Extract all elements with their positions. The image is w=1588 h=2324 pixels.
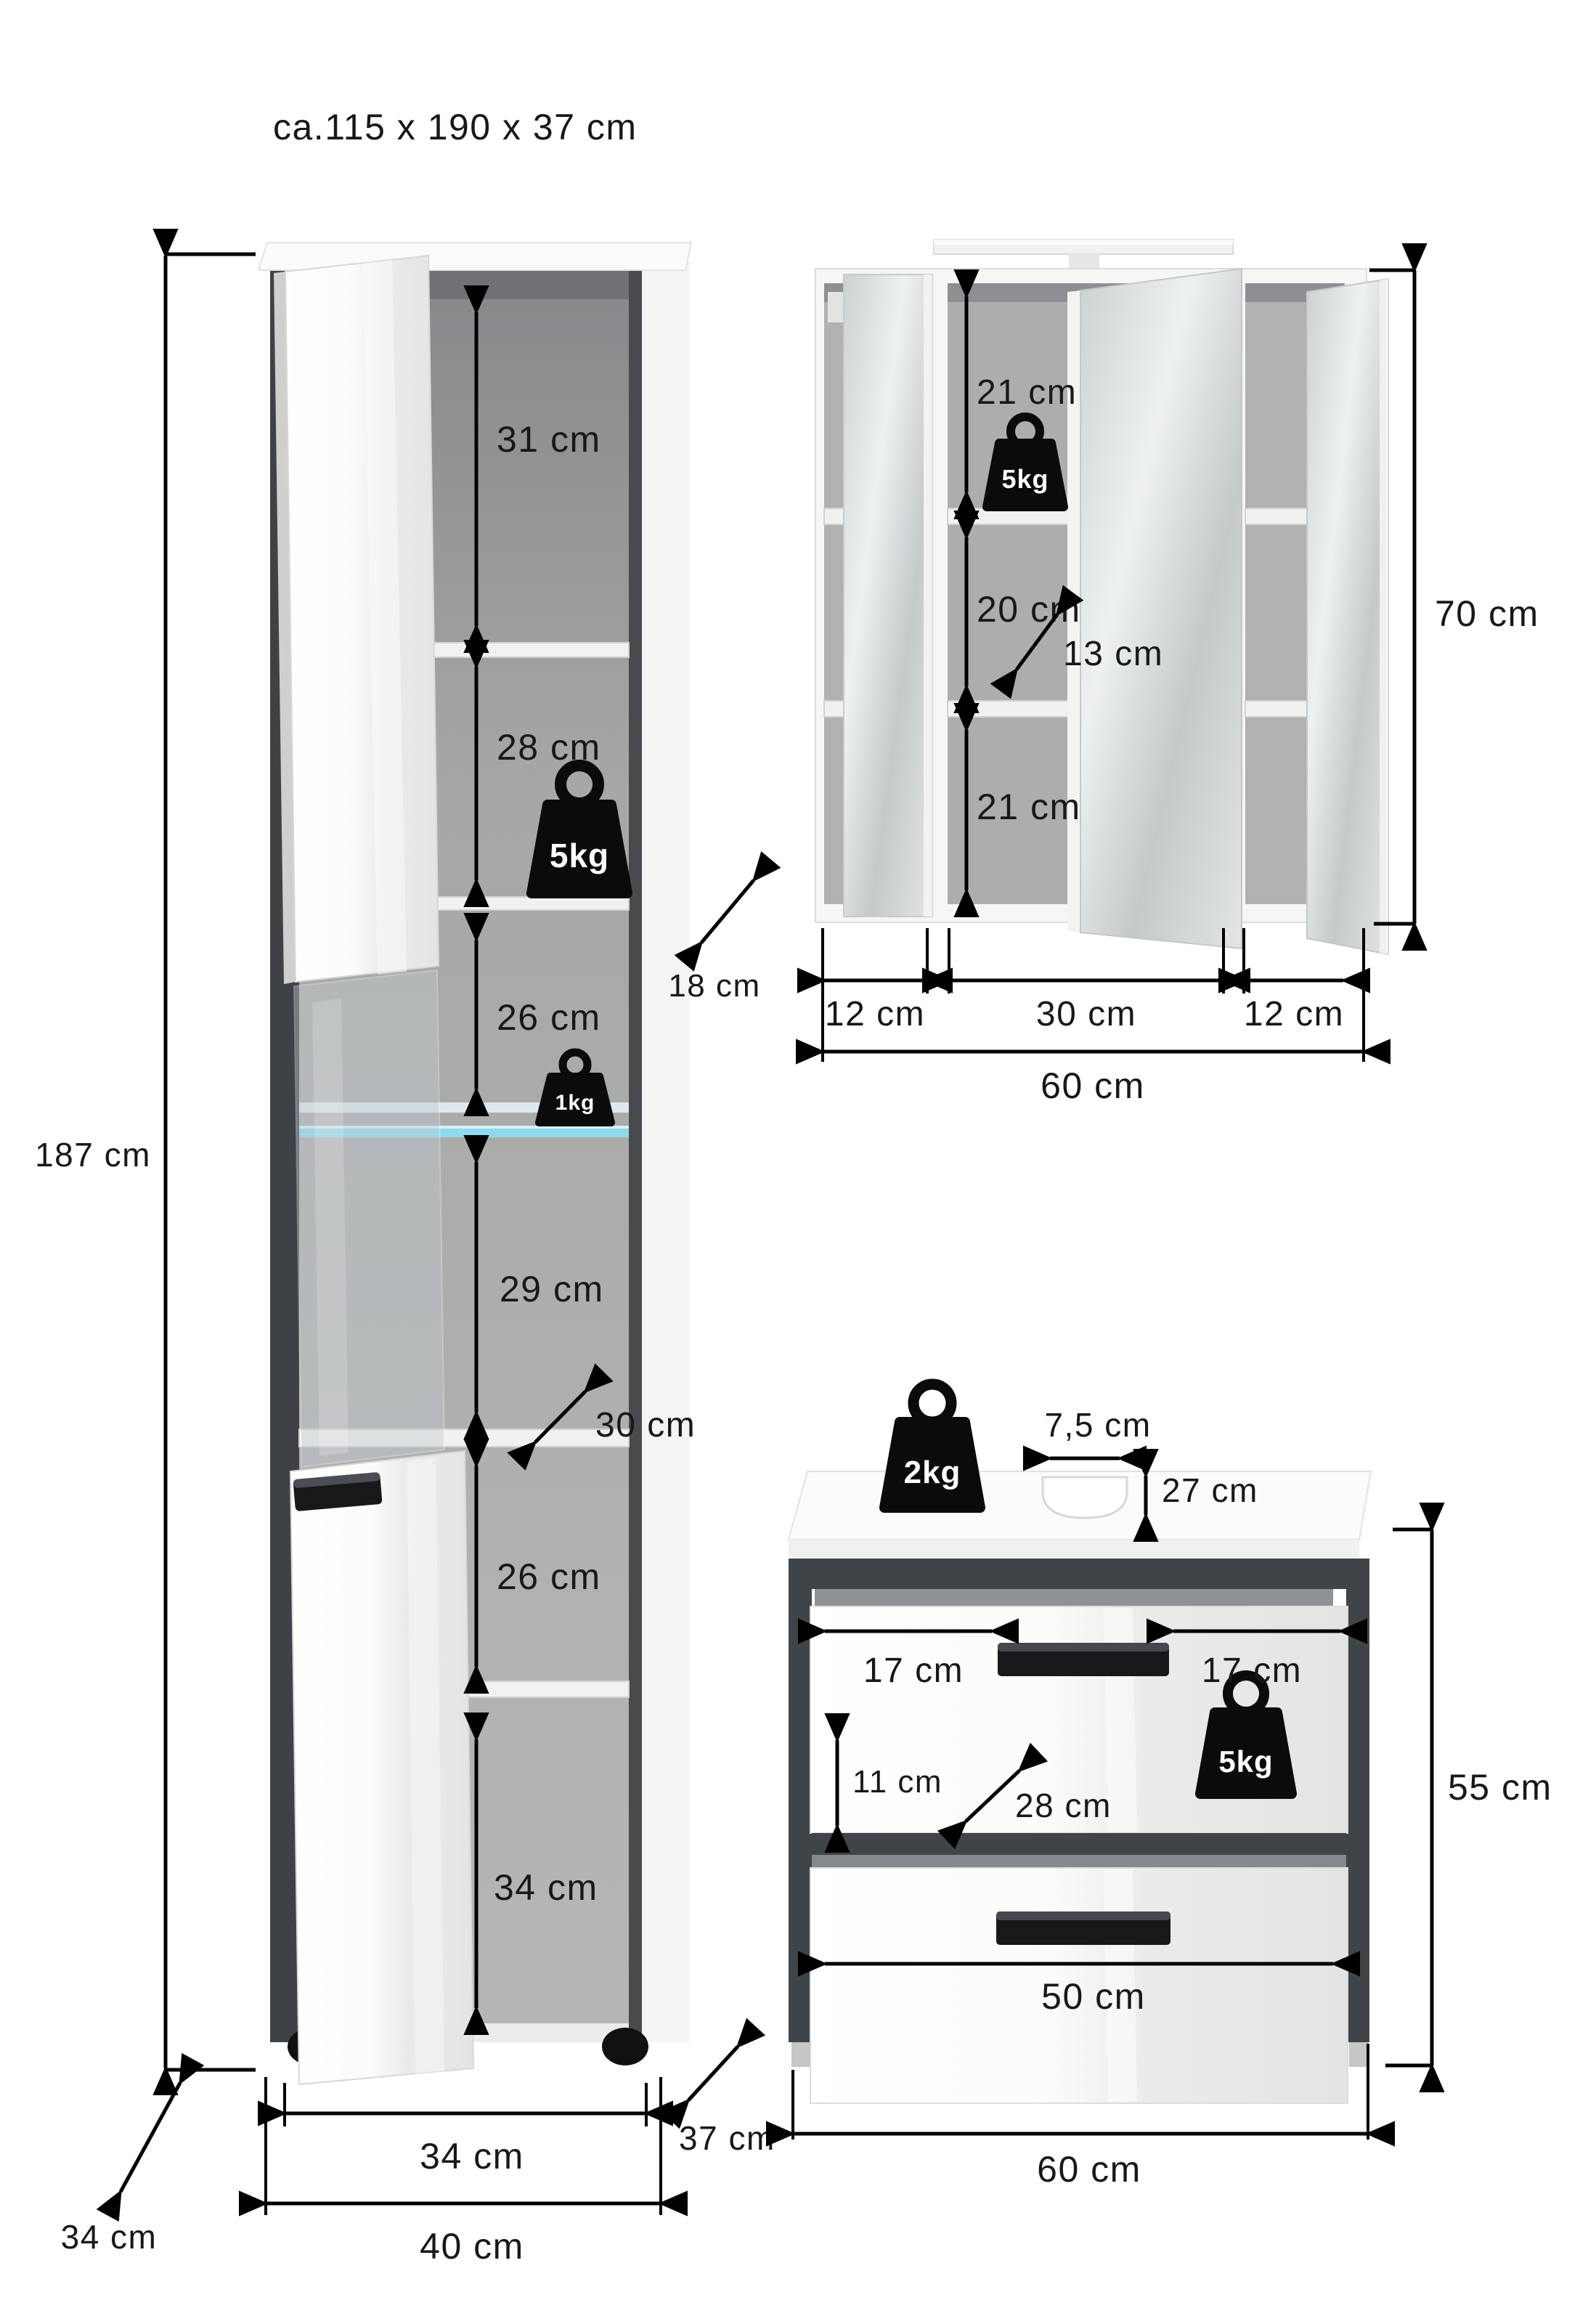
tall-door-handle	[293, 1472, 383, 1511]
mirror-light-bar-top	[934, 240, 1233, 245]
sink-foot-right	[1349, 2042, 1368, 2067]
tall-c3-label: 26 cm	[497, 997, 601, 1038]
mirror-shelf-depth-label: 13 cm	[1063, 635, 1163, 673]
sink-flap-left-label: 17 cm	[863, 1651, 964, 1690]
mirror-width-label: 60 cm	[1041, 1065, 1145, 1106]
sink-depth-label: 28 cm	[1015, 1787, 1112, 1824]
mirror-door-right	[1306, 277, 1389, 956]
tall-top-door-edge	[274, 272, 296, 984]
sink-foot-left	[791, 2042, 810, 2067]
sink-flap-right-label: 17 cm	[1202, 1651, 1302, 1690]
sink-mid-rail-light	[812, 1855, 1346, 1868]
mirror-door-right-label: 12 cm	[1244, 995, 1344, 1033]
mirror-top-label: 21 cm	[977, 373, 1077, 412]
mirror-cabinet-dimensions: 21 cm 20 cm 13 cm 21 cm 12 cm 30 cm 12 c…	[668, 243, 1539, 1106]
mirror-door-center-label: 30 cm	[1036, 995, 1136, 1033]
mirror-height-label: 70 cm	[1435, 593, 1539, 634]
tall-top-panel	[257, 242, 693, 271]
weight-5kg-icon-tall: 5kg	[526, 760, 632, 898]
sink-frame-right	[1346, 1559, 1369, 2042]
sink-pipe-cutout	[1041, 1476, 1128, 1519]
sink-width-label: 60 cm	[1037, 2149, 1141, 2190]
mirror-bottom-label: 21 cm	[977, 787, 1081, 827]
tall-bottom-door	[289, 1450, 475, 2086]
sink-height-label: 55 cm	[1448, 1767, 1552, 1808]
sink-mid-rail	[812, 1833, 1346, 1855]
mirror-door-center	[1080, 267, 1242, 950]
mirror-depth-label: 18 cm	[668, 968, 760, 1004]
weight-label: 5kg	[550, 837, 609, 874]
tall-led-strip	[299, 1129, 629, 1137]
tall-glass-door-sheen	[312, 999, 349, 1456]
tall-shelf-depth-label: 30 cm	[595, 1406, 696, 1445]
mirror-door-right-edge	[1380, 279, 1388, 954]
dim-arrow-depth-30	[507, 1363, 614, 1471]
mirror-light-stem	[1069, 254, 1099, 270]
sink-frame-top	[789, 1559, 1359, 1589]
tall-top-door-gloss	[363, 260, 407, 975]
tall-glass-door	[293, 969, 446, 1468]
sink-drawer-front	[810, 1867, 1348, 2104]
sink-cabinet: 2kg 5kg	[787, 1378, 1372, 2104]
tall-c2-label: 28 cm	[497, 727, 601, 768]
sink-frame-left	[789, 1559, 812, 2042]
weight-5kg-icon-mirror: 5kg	[982, 413, 1068, 511]
mirror-door-left	[843, 274, 933, 917]
tall-right-inner-edge	[629, 270, 642, 2042]
tall-c1-label: 31 cm	[497, 419, 601, 460]
weight-label: 2kg	[904, 1455, 961, 1490]
sink-cabinet-dimensions: 7,5 cm 27 cm 17 cm 17 cm 11 cm 28 cm 50 …	[765, 1406, 1552, 2190]
dim-arrow-13	[990, 585, 1084, 699]
dim-arrow-total-depth	[660, 2018, 766, 2129]
sink-open-slot	[815, 1589, 1333, 1606]
tall-cabinet-dimensions: 187 cm 31 cm 28 cm 26 cm 29 cm 26 cm 34 …	[35, 228, 775, 2267]
tall-c6-label: 34 cm	[494, 1867, 598, 1908]
tall-c5-label: 26 cm	[497, 1556, 601, 1597]
dim-arrow-18	[674, 851, 781, 972]
mirror-middle-label: 20 cm	[977, 589, 1081, 630]
weight-2kg-icon-sink: 2kg	[879, 1378, 985, 1513]
sink-top-panel-front	[789, 1540, 1359, 1559]
weight-1kg-icon-tall: 1kg	[535, 1048, 615, 1126]
sink-drawer-handle	[996, 1911, 1170, 1945]
tall-foot-right	[602, 2028, 648, 2065]
sink-cutout-width-label: 7,5 cm	[1044, 1406, 1151, 1444]
tall-top-door	[284, 254, 440, 983]
tall-outer-width-label: 40 cm	[420, 2226, 524, 2267]
weight-label: 5kg	[1001, 464, 1049, 494]
mirror-cabinet: 5kg	[815, 239, 1389, 956]
tall-total-depth-label: 37 cm	[679, 2119, 775, 2157]
sink-flap-height-label: 11 cm	[852, 1764, 942, 1800]
tall-bottom-door-gloss	[407, 1458, 444, 2076]
weight-5kg-icon-sink: 5kg	[1195, 1670, 1297, 1799]
dim-arrow-28	[937, 1742, 1049, 1850]
mirror-door-left-edge	[924, 275, 932, 917]
page-title: ca.115 x 190 x 37 cm	[273, 107, 638, 147]
mirror-door-left-label: 12 cm	[825, 995, 925, 1033]
tall-led-glow	[299, 1126, 629, 1129]
sink-drawer-width-label: 50 cm	[1041, 1976, 1146, 2017]
tall-c4-label: 29 cm	[500, 1269, 604, 1309]
weight-label: 1kg	[555, 1091, 595, 1115]
tall-side-depth-label: 34 cm	[61, 2218, 158, 2256]
weight-label: 5kg	[1218, 1744, 1273, 1779]
dim-arrow-side-depth	[96, 2052, 205, 2222]
sink-cutout-depth-label: 27 cm	[1162, 1471, 1258, 1509]
tall-inner-width-label: 34 cm	[420, 2136, 524, 2177]
tall-right-panel	[642, 261, 690, 2042]
sink-flap-handle	[998, 1643, 1169, 1676]
tall-height-label: 187 cm	[35, 1136, 151, 1174]
